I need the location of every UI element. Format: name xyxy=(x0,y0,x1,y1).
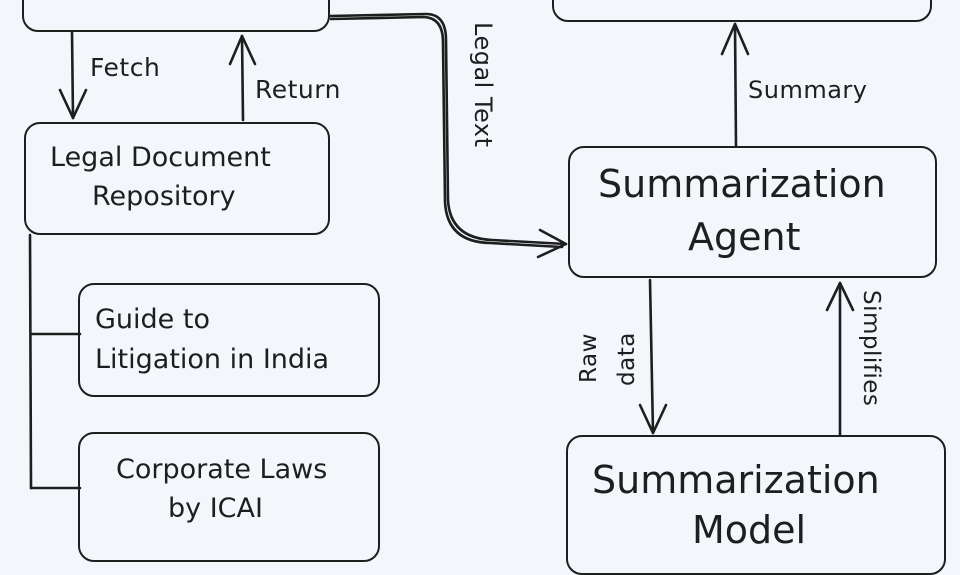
legal-text-arrow xyxy=(328,12,568,259)
fetch-arrow xyxy=(58,30,88,120)
agent-label-line1: Summarization xyxy=(598,162,886,206)
fetch-label: Fetch xyxy=(90,53,161,82)
raw-data-label-line2: data xyxy=(614,332,640,386)
repository-label-line1: Legal Document xyxy=(50,142,271,173)
model-node xyxy=(566,435,946,575)
top-right-node xyxy=(552,0,932,22)
corporate-label-line2: by ICAI xyxy=(168,493,263,524)
guide-label-line2: Litigation in India xyxy=(95,344,330,375)
agent-label-line2: Agent xyxy=(688,215,801,259)
legal-text-label: Legal Text xyxy=(469,22,497,148)
corporate-label-line1: Corporate Laws xyxy=(116,454,328,485)
repository-tree-connector xyxy=(28,233,82,490)
simplifies-label: Simplifies xyxy=(858,290,884,407)
simplifies-arrow xyxy=(825,281,855,437)
raw-data-label-line1: Raw xyxy=(576,333,602,383)
summary-arrow xyxy=(720,22,750,148)
guide-label-line1: Guide to xyxy=(95,304,210,335)
repository-label-line2: Repository xyxy=(92,181,236,212)
repository-node xyxy=(24,122,330,235)
raw-data-arrow xyxy=(638,278,668,435)
diagram-canvas xyxy=(28,12,855,490)
model-label-line1: Summarization xyxy=(592,458,880,502)
model-label-line2: Model xyxy=(692,508,807,552)
summary-label: Summary xyxy=(748,76,868,104)
top-left-node xyxy=(22,0,330,32)
return-label: Return xyxy=(255,75,341,104)
guide-node xyxy=(78,283,380,397)
agent-node xyxy=(568,146,937,278)
return-arrow xyxy=(228,34,257,122)
